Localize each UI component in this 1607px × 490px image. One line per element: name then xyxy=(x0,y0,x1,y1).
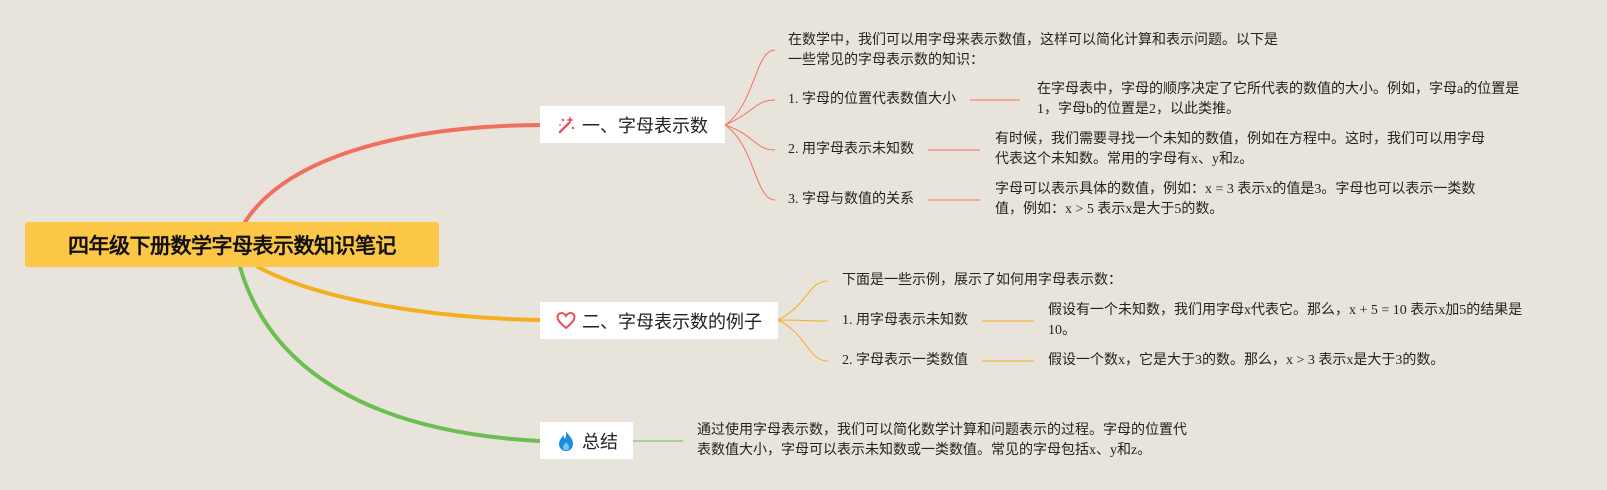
detail-line: 字母可以表示具体的数值，例如：x = 3 表示x的值是3。字母也可以表示一类数 xyxy=(995,182,1476,197)
branch2-item1-label[interactable]: 1. 用字母表示未知数 xyxy=(842,313,968,328)
magic-wand-icon xyxy=(556,115,576,135)
detail-line: 通过使用字母表示数，我们可以简化数学计算和问题表示的过程。字母的位置代 xyxy=(697,423,1187,438)
branch1-item3-label[interactable]: 3. 字母与数值的关系 xyxy=(788,192,914,207)
connector-b2-intro xyxy=(777,280,829,321)
detail-line: 假设一个数x，它是大于3的数。那么，x > 3 表示x是大于3的数。 xyxy=(1048,353,1445,368)
branch2-item1-detail: 假设有一个未知数，我们用字母x代表它。那么，x + 5 = 10 表示x加5的结… xyxy=(1048,301,1522,341)
branch-examples[interactable]: 二、字母表示数的例子 xyxy=(540,302,778,339)
detail-line: 假设有一个未知数，我们用字母x代表它。那么，x + 5 = 10 表示x加5的结… xyxy=(1048,303,1523,318)
connector-b2-item2 xyxy=(777,319,829,362)
intro-line: 下面是一些示例，展示了如何用字母表示数： xyxy=(842,273,1122,288)
intro-line: 在数学中，我们可以用字母来表示数值，这样可以简化计算和表示问题。以下是 xyxy=(788,33,1278,48)
branch-label: 二、字母表示数的例子 xyxy=(582,311,762,333)
branch-label: 总结 xyxy=(582,431,618,453)
branch1-item2-detail: 有时候，我们需要寻找一个未知的数值，例如在方程中。这时，我们可以用字母 代表这个… xyxy=(995,130,1485,170)
root-topic[interactable]: 四年级下册数学字母表示数知识笔记 xyxy=(25,222,439,267)
connector-b2-item1 xyxy=(777,319,829,322)
branch-letters-represent-numbers[interactable]: 一、字母表示数 xyxy=(540,106,725,143)
detail-line: 10。 xyxy=(1048,323,1076,338)
branch2-intro: 下面是一些示例，展示了如何用字母表示数： xyxy=(842,271,1122,291)
branch1-intro: 在数学中，我们可以用字母来表示数值，这样可以简化计算和表示问题。以下是 一些常见… xyxy=(788,31,1278,71)
detail-line: 值，例如：x > 5 表示x是大于5的数。 xyxy=(995,202,1224,217)
connector-root-b1 xyxy=(243,123,542,224)
connector-b1-item3 xyxy=(724,124,776,201)
detail-line: 1，字母b的位置是2，以此类推。 xyxy=(1037,102,1240,117)
branch-summary[interactable]: 总结 xyxy=(540,422,633,459)
flame-icon xyxy=(556,430,576,452)
branch1-item1-detail: 在字母表中，字母的顺序决定了它所代表的数值的大小。例如，字母a的位置是 1，字母… xyxy=(1037,80,1519,120)
branch2-item2-detail: 假设一个数x，它是大于3的数。那么，x > 3 表示x是大于3的数。 xyxy=(1048,351,1444,371)
detail-line: 代表这个未知数。常用的字母有x、y和z。 xyxy=(995,152,1254,167)
detail-line: 在字母表中，字母的顺序决定了它所代表的数值的大小。例如，字母a的位置是 xyxy=(1037,82,1520,97)
heart-icon xyxy=(556,311,576,331)
branch2-item2-label[interactable]: 2. 字母表示一类数值 xyxy=(842,353,968,368)
branch3-detail: 通过使用字母表示数，我们可以简化数学计算和问题表示的过程。字母的位置代 表数值大… xyxy=(697,421,1187,461)
connector-b1-intro xyxy=(724,49,776,126)
connector-root-b2 xyxy=(256,265,542,322)
intro-line: 一些常见的字母表示数的知识： xyxy=(788,53,984,68)
detail-line: 表数值大小，字母可以表示未知数或一类数值。常见的字母包括x、y和z。 xyxy=(697,443,1152,458)
branch1-item1-label[interactable]: 1. 字母的位置代表数值大小 xyxy=(788,92,956,107)
branch1-item3-detail: 字母可以表示具体的数值，例如：x = 3 表示x的值是3。字母也可以表示一类数 … xyxy=(995,180,1475,220)
connector-b1-item1 xyxy=(724,99,776,126)
connector-root-b3 xyxy=(238,265,542,443)
branch-label: 一、字母表示数 xyxy=(582,115,708,137)
connector-b1-item2 xyxy=(724,124,776,151)
branch1-item2-label[interactable]: 2. 用字母表示未知数 xyxy=(788,142,914,157)
detail-line: 有时候，我们需要寻找一个未知的数值，例如在方程中。这时，我们可以用字母 xyxy=(995,132,1485,147)
